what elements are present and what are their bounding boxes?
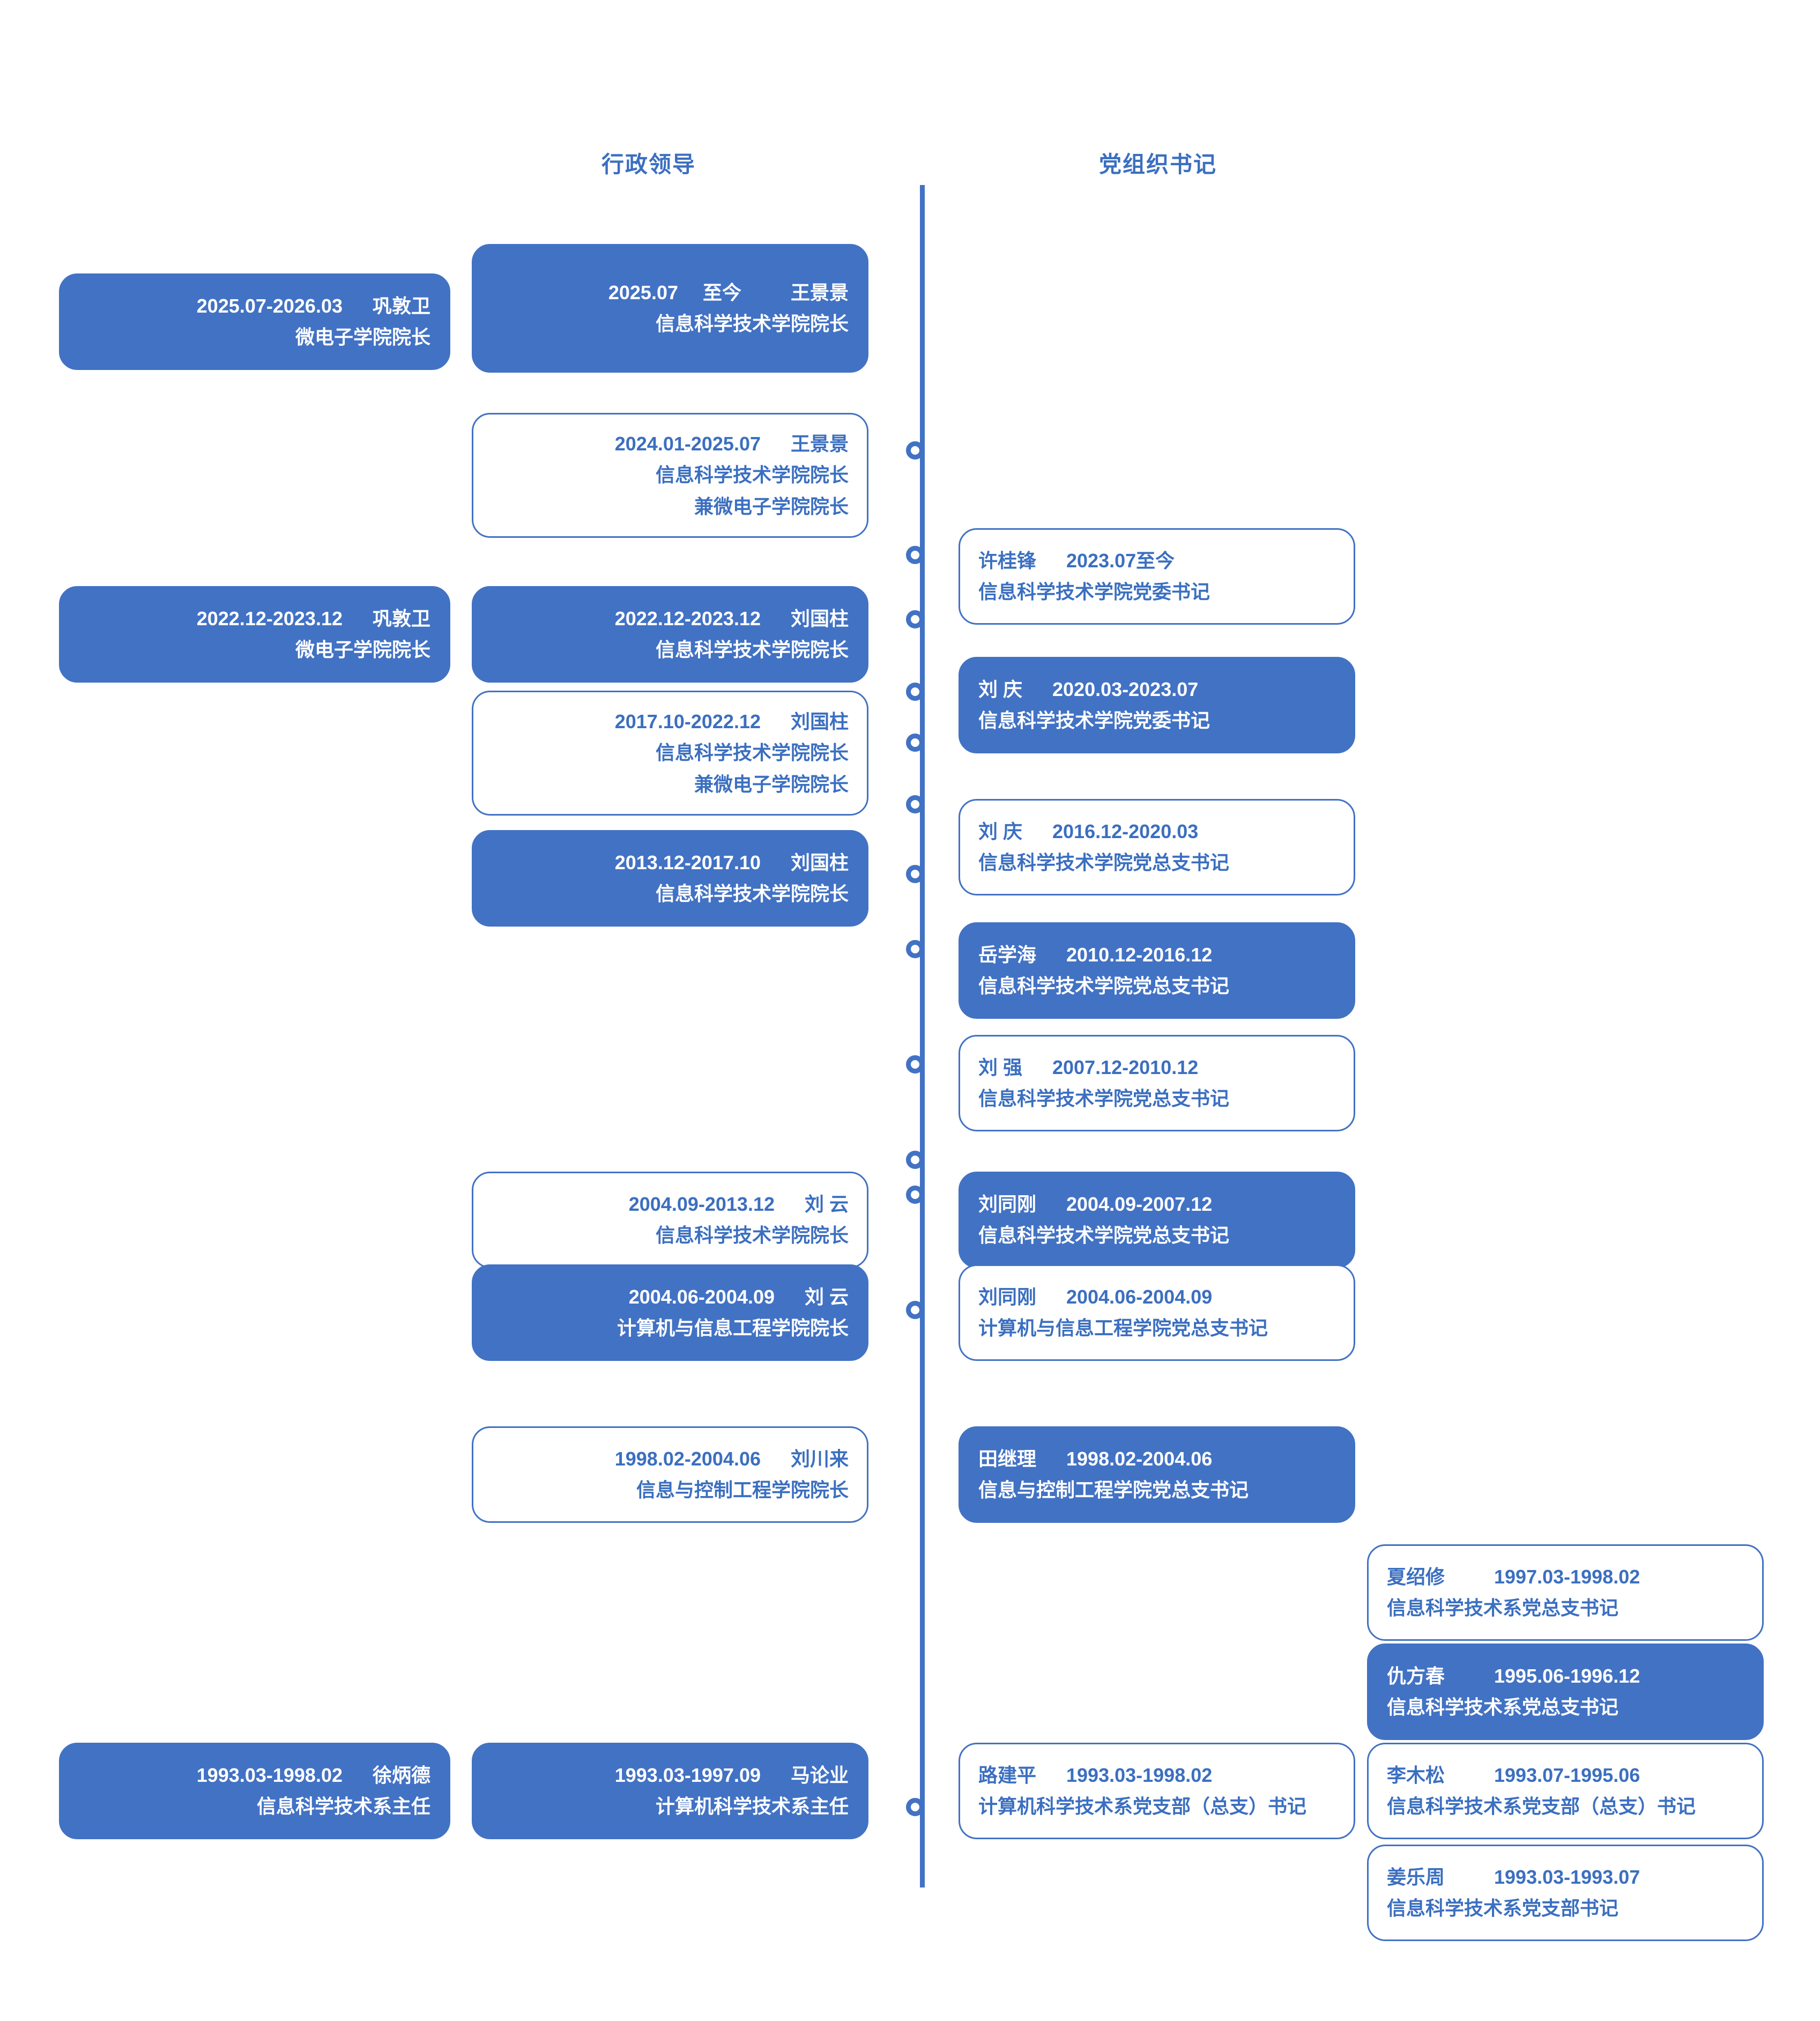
card-person-period: 2025.07 至今 王景景 xyxy=(608,281,849,303)
card-role: 微电子学院院长 xyxy=(295,639,430,661)
card-role: 信息科学技术学院党总支书记 xyxy=(978,1087,1230,1109)
timeline-card[interactable]: 夏绍修 1997.03-1998.02 信息科学技术系党总支书记 xyxy=(1367,1544,1764,1641)
card-person-period: 2013.12-2017.10 刘国柱 xyxy=(614,851,849,873)
card-role: 微电子学院院长 xyxy=(295,326,430,348)
card-role: 计算机与信息工程学院院长 xyxy=(616,1317,849,1339)
card-person-period: 刘同刚 2004.06-2004.09 xyxy=(978,1285,1213,1308)
card-person-period: 2022.12-2023.12 刘国柱 xyxy=(614,607,849,630)
timeline-node-marker[interactable] xyxy=(906,1798,924,1816)
timeline-card[interactable]: 姜乐周 1993.03-1993.07 信息科学技术系党支部书记 xyxy=(1367,1845,1764,1941)
timeline-card[interactable]: 1993.03-1997.09 马论业计算机科学技术系主任 xyxy=(472,1743,868,1839)
card-role: 信息科学技术学院党总支书记 xyxy=(978,852,1230,873)
card-person-period: 1993.03-1998.02 徐炳德 xyxy=(196,1764,430,1786)
card-person-period: 仇方春 1995.06-1996.12 xyxy=(1387,1664,1640,1687)
timeline-card[interactable]: 刘 强 2007.12-2010.12 信息科学技术学院党总支书记 xyxy=(959,1035,1355,1131)
timeline-card[interactable]: 刘 庆 2016.12-2020.03 信息科学技术学院党总支书记 xyxy=(959,799,1355,895)
card-person-period: 2024.01-2025.07 王景景 xyxy=(614,433,849,455)
timeline-node-marker[interactable] xyxy=(906,1301,924,1319)
timeline-card[interactable]: 路建平 1993.03-1998.02 计算机科学技术系党支部（总支）书记 xyxy=(959,1743,1355,1839)
timeline-node-marker[interactable] xyxy=(906,865,924,883)
card-person-period: 1993.03-1997.09 马论业 xyxy=(614,1764,849,1786)
timeline-card[interactable]: 刘同刚 2004.06-2004.09 计算机与信息工程学院党总支书记 xyxy=(959,1264,1355,1361)
card-person-period: 2017.10-2022.12 刘国柱 xyxy=(614,710,849,732)
card-role: 信息与控制工程学院院长 xyxy=(636,1479,849,1501)
card-person-period: 刘 庆 2020.03-2023.07 xyxy=(978,678,1199,700)
timeline-card[interactable]: 2017.10-2022.12 刘国柱信息科学技术学院院长兼微电子学院院长 xyxy=(472,691,868,816)
card-role: 信息科学技术学院院长 xyxy=(655,313,849,335)
card-role: 信息科学技术学院院长 xyxy=(655,1224,849,1246)
card-role: 信息科学技术系主任 xyxy=(256,1795,430,1817)
timeline-card[interactable]: 李木松 1993.07-1995.06 信息科学技术系党支部（总支）书记 xyxy=(1367,1743,1764,1839)
timeline-card[interactable]: 田继理 1998.02-2004.06 信息与控制工程学院党总支书记 xyxy=(959,1426,1355,1523)
timeline-card[interactable]: 2004.09-2013.12 刘 云信息科学技术学院院长 xyxy=(472,1172,868,1268)
card-role: 信息科学技术学院党总支书记 xyxy=(978,975,1230,997)
card-role: 信息科学技术学院院长 xyxy=(655,742,849,764)
timeline-card[interactable]: 刘同刚 2004.09-2007.12 信息科学技术学院党总支书记 xyxy=(959,1172,1355,1268)
timeline-node-marker[interactable] xyxy=(906,546,924,564)
timeline-card[interactable]: 2013.12-2017.10 刘国柱信息科学技术学院院长 xyxy=(472,830,868,927)
card-person-period: 田继理 1998.02-2004.06 xyxy=(978,1447,1213,1470)
timeline-node-marker[interactable] xyxy=(906,441,924,460)
card-role: 信息科学技术系党支部（总支）书记 xyxy=(1387,1795,1696,1817)
card-person-period: 刘 庆 2016.12-2020.03 xyxy=(978,820,1199,842)
timeline-card[interactable]: 2022.12-2023.12 巩敦卫微电子学院院长 xyxy=(59,586,450,683)
timeline-card[interactable]: 2025.07 至今 王景景信息科学技术学院院长 xyxy=(472,244,868,373)
timeline-card[interactable]: 许桂锋 2023.07至今信息科学技术学院党委书记 xyxy=(959,528,1355,625)
card-role: 兼微电子学院院长 xyxy=(694,495,849,517)
card-person-period: 2004.06-2004.09 刘 云 xyxy=(628,1285,849,1308)
card-role: 计算机科学技术系主任 xyxy=(655,1795,849,1817)
card-person-period: 李木松 1993.07-1995.06 xyxy=(1387,1764,1640,1786)
timeline-card[interactable]: 岳学海 2010.12-2016.12 信息科学技术学院党总支书记 xyxy=(959,922,1355,1019)
timeline-node-marker[interactable] xyxy=(906,1055,924,1074)
timeline-card[interactable]: 2024.01-2025.07 王景景信息科学技术学院院长兼微电子学院院长 xyxy=(472,413,868,538)
card-role: 信息科学技术系党支部书记 xyxy=(1387,1897,1619,1919)
card-role: 信息科学技术学院院长 xyxy=(655,464,849,486)
timeline-card[interactable]: 1993.03-1998.02 徐炳德信息科学技术系主任 xyxy=(59,1743,450,1839)
card-role: 信息科学技术系党总支书记 xyxy=(1387,1597,1619,1619)
column-header-1: 党组织书记 xyxy=(1098,152,1217,177)
card-person-period: 许桂锋 2023.07至今 xyxy=(978,549,1175,572)
timeline-node-marker[interactable] xyxy=(906,1186,924,1204)
card-person-period: 刘 强 2007.12-2010.12 xyxy=(978,1056,1199,1078)
card-role: 信息科学技术学院党委书记 xyxy=(978,581,1210,603)
card-role: 信息科学技术学院院长 xyxy=(655,639,849,661)
card-person-period: 2022.12-2023.12 巩敦卫 xyxy=(196,607,430,630)
timeline-card[interactable]: 2025.07-2026.03 巩敦卫微电子学院院长 xyxy=(59,273,450,370)
card-role: 计算机科学技术系党支部（总支）书记 xyxy=(978,1795,1307,1817)
timeline-node-marker[interactable] xyxy=(906,795,924,813)
timeline-node-marker[interactable] xyxy=(906,734,924,752)
card-role: 信息科学技术学院党委书记 xyxy=(978,709,1210,731)
timeline-card[interactable]: 仇方春 1995.06-1996.12 信息科学技术系党总支书记 xyxy=(1367,1644,1764,1740)
timeline-node-marker[interactable] xyxy=(906,1151,924,1169)
card-role: 信息与控制工程学院党总支书记 xyxy=(978,1479,1249,1501)
timeline-node-marker[interactable] xyxy=(906,940,924,958)
card-person-period: 刘同刚 2004.09-2007.12 xyxy=(978,1193,1213,1215)
card-role: 信息科学技术学院院长 xyxy=(655,883,849,905)
timeline-card[interactable]: 1998.02-2004.06 刘川来信息与控制工程学院院长 xyxy=(472,1426,868,1523)
card-person-period: 1998.02-2004.06 刘川来 xyxy=(614,1447,849,1470)
timeline-node-marker[interactable] xyxy=(906,683,924,701)
card-person-period: 岳学海 2010.12-2016.12 xyxy=(978,943,1213,966)
card-role: 兼微电子学院院长 xyxy=(694,773,849,795)
card-role: 信息科学技术系党总支书记 xyxy=(1387,1696,1619,1718)
timeline-card[interactable]: 2004.06-2004.09 刘 云计算机与信息工程学院院长 xyxy=(472,1264,868,1361)
timeline-card[interactable]: 刘 庆 2020.03-2023.07 信息科学技术学院党委书记 xyxy=(959,657,1355,753)
timeline-node-marker[interactable] xyxy=(906,610,924,628)
timeline-card[interactable]: 2022.12-2023.12 刘国柱信息科学技术学院院长 xyxy=(472,586,868,683)
card-role: 信息科学技术学院党总支书记 xyxy=(978,1224,1230,1246)
card-person-period: 路建平 1993.03-1998.02 xyxy=(978,1764,1213,1786)
card-role: 计算机与信息工程学院党总支书记 xyxy=(978,1317,1268,1339)
card-person-period: 2004.09-2013.12 刘 云 xyxy=(628,1193,849,1215)
card-person-period: 姜乐周 1993.03-1993.07 xyxy=(1387,1865,1640,1888)
card-person-period: 夏绍修 1997.03-1998.02 xyxy=(1387,1565,1640,1588)
timeline-axis-line xyxy=(920,185,925,1887)
column-header-0: 行政领导 xyxy=(601,152,696,177)
card-person-period: 2025.07-2026.03 巩敦卫 xyxy=(196,294,430,317)
